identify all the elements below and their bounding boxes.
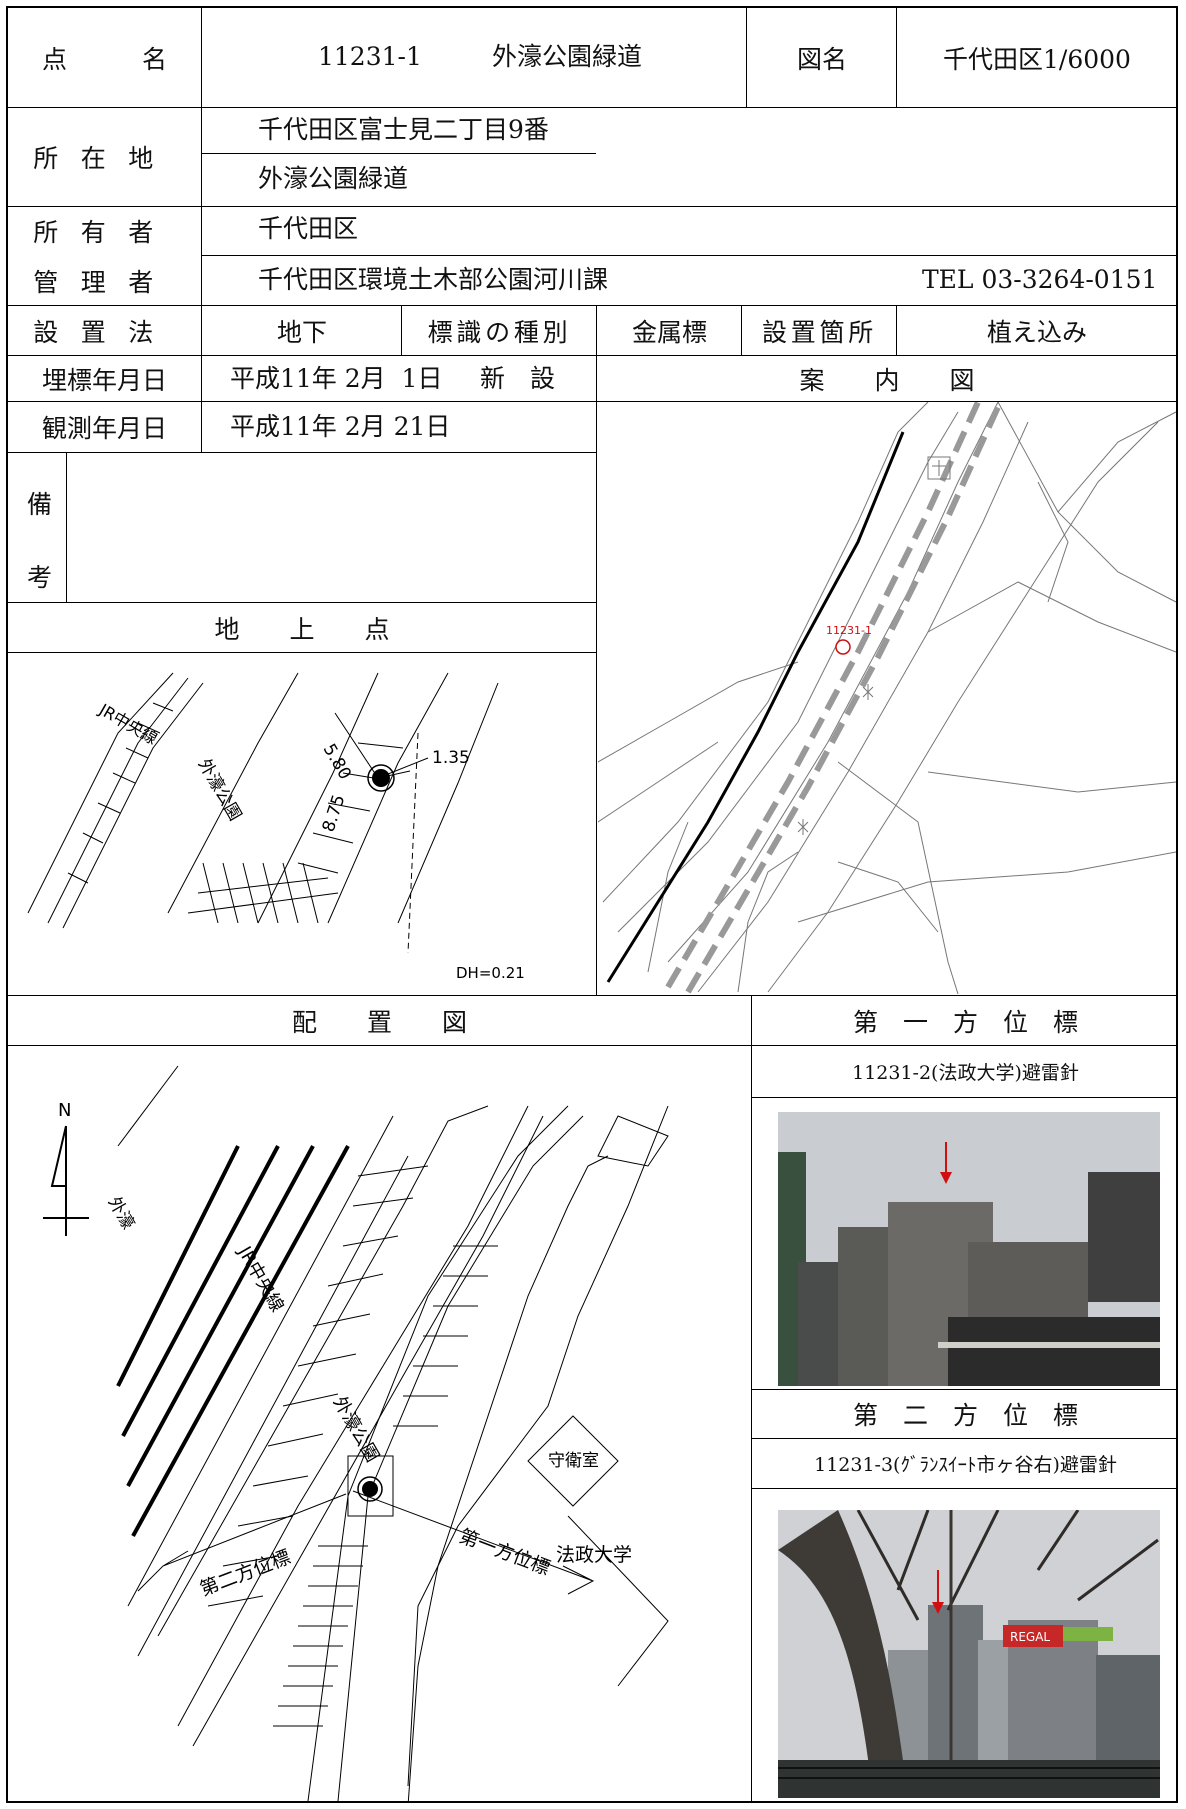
ground-point-title: 地 上 点 <box>214 614 390 644</box>
north-label: N <box>58 1100 71 1121</box>
method-value: 地下 <box>276 317 327 347</box>
rule <box>896 6 897 108</box>
place-label: 設置箇所 <box>761 317 877 347</box>
rule <box>6 107 1178 108</box>
owner-label: 所有者 <box>33 218 176 247</box>
survey-record-sheet <box>6 6 1178 1803</box>
survey-date-label: 観測年月日 <box>41 414 167 443</box>
azimuth-2-photo: REGAL <box>778 1510 1160 1798</box>
location-label: 所在地 <box>33 144 176 173</box>
rule <box>751 1488 1178 1489</box>
second-direction-label: 第二方位標 <box>197 1546 294 1601</box>
point-name-label: 点 名 <box>41 44 167 74</box>
university-label: 法政大学 <box>556 1544 632 1566</box>
rule <box>6 206 1178 207</box>
buried-date-label: 埋標年月日 <box>41 365 167 395</box>
map-name-label: 図名 <box>796 44 847 74</box>
remarks-label-1: 備 <box>27 490 53 519</box>
method-label: 設置法 <box>33 317 176 347</box>
guide-map-title: 案 内 図 <box>799 365 975 395</box>
rule <box>751 1097 1178 1098</box>
rule <box>201 255 1178 256</box>
moat-label: 外濠 <box>104 1194 138 1233</box>
rule <box>6 355 1178 356</box>
point-number: 11231-1 <box>318 42 422 71</box>
dist-1-label: 5.80 <box>319 741 355 784</box>
location-line1: 千代田区富士見二丁目9番 <box>258 115 549 144</box>
survey-date-value: 平成11年 2月 21日 <box>230 412 451 441</box>
rule <box>746 6 747 108</box>
photo-sign-text: REGAL <box>1010 1630 1050 1644</box>
azimuth-2-description: 11231-3(ｸﾞﾗﾝｽｲｰﾄ市ヶ谷右)避雷針 <box>814 1454 1117 1476</box>
azimuth-1-description: 11231-2(法政大学)避雷針 <box>852 1062 1079 1084</box>
rule <box>896 305 897 356</box>
type-value: 金属標 <box>631 317 707 347</box>
rule <box>751 1389 1178 1390</box>
guard-room-label: 守衛室 <box>548 1451 599 1471</box>
rule <box>66 452 67 603</box>
rule <box>6 995 1178 996</box>
rule <box>751 995 752 1803</box>
layout-map: N 外濠 JR中央線 外濠公園 守衛室 法政大学 第一方位標 第二方位標 <box>43 1065 669 1801</box>
place-value: 植え込み <box>986 317 1087 347</box>
manager-label: 管理者 <box>33 267 176 297</box>
guide-map: 11231-1 <box>598 402 1176 994</box>
ground-park-label: 外濠公園 <box>194 756 245 825</box>
rule <box>401 305 402 356</box>
point-name: 外濠公園緑道 <box>492 42 643 71</box>
manager-value: 千代田区環境土木部公園河川課 <box>258 265 609 294</box>
manager-tel: TEL 03-3264-0151 <box>922 265 1158 294</box>
layout-map-title: 配 置 図 <box>291 1007 467 1037</box>
first-direction-label: 第一方位標 <box>456 1525 553 1580</box>
dist-2-label: 8.75 <box>319 792 350 834</box>
dh-label: DH=0.21 <box>456 964 525 982</box>
dist-3-label: 1.35 <box>432 748 470 768</box>
rule <box>201 153 596 154</box>
type-label: 標識の種別 <box>427 317 572 347</box>
rule <box>6 1045 1178 1046</box>
remarks-label-2: 考 <box>27 563 53 592</box>
azimuth-1-photo <box>778 1112 1160 1386</box>
owner-value: 千代田区 <box>258 214 359 243</box>
buried-date-value: 平成11年 2月 1日 <box>230 364 443 393</box>
guide-map-point-label: 11231-1 <box>826 624 872 637</box>
rule <box>741 305 742 356</box>
location-line2: 外濠公園緑道 <box>258 164 409 193</box>
ground-rail-label: JR中央線 <box>95 700 161 749</box>
map-name: 千代田区1/6000 <box>943 44 1131 74</box>
rule <box>6 305 1178 306</box>
rule <box>6 652 596 653</box>
azimuth-1-title: 第 一 方 位 標 <box>852 1007 1078 1037</box>
azimuth-2-title: 第 二 方 位 標 <box>852 1401 1078 1430</box>
rule <box>596 305 597 996</box>
rule <box>751 1438 1178 1439</box>
rule <box>6 602 596 603</box>
rule <box>201 6 202 402</box>
ground-point-sketch: JR中央線 外濠公園 5.80 8.75 1.35 DH=0.21 <box>27 672 525 982</box>
rule <box>6 452 596 453</box>
buried-status: 新 設 <box>480 364 556 393</box>
rule <box>6 401 1178 402</box>
rule <box>201 401 202 453</box>
